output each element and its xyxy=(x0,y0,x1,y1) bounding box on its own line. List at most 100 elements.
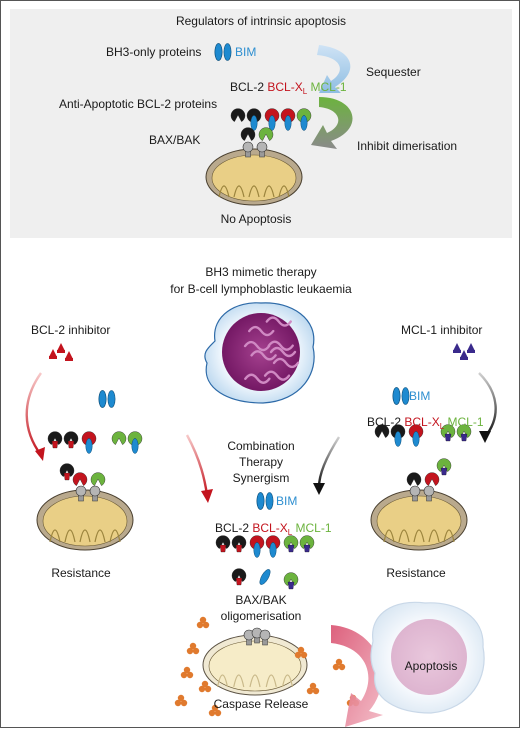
bcl2-inhibitor-2 xyxy=(57,343,65,353)
bclx-label-right: BCL-XL xyxy=(404,415,445,431)
bcl2-top-2-bim xyxy=(250,115,258,131)
bcl2-inhibitor-2-tri xyxy=(57,343,65,351)
caspase-6-c xyxy=(177,694,185,702)
mito-right-inner xyxy=(376,495,462,547)
mito-middle-crista xyxy=(216,674,229,688)
bim-pair-right-right xyxy=(401,387,410,405)
caspase-6 xyxy=(174,694,188,707)
bcl2-bound-top-body xyxy=(240,127,256,141)
mito-left xyxy=(36,489,134,551)
static-graphics xyxy=(25,43,497,727)
mcl1-bound-left-body xyxy=(90,472,106,486)
baxbak-left-1-head xyxy=(75,485,87,497)
protein-labels-middle: BCL-2 BCL-XL MCL-1 xyxy=(215,521,332,537)
bcl2-arrow-left xyxy=(25,372,42,456)
bim-label-right: BIM xyxy=(409,389,431,403)
bim-pair-middle-pill xyxy=(256,492,265,510)
mcl1-label-middle: MCL-1 xyxy=(295,521,332,535)
caspase-9-b xyxy=(312,687,320,695)
bclx-top-2 xyxy=(280,108,296,131)
mcl1-mid-1-inhibitor xyxy=(287,544,295,553)
inhibit-arrow xyxy=(311,97,353,149)
bcl2-left-2-body xyxy=(63,431,79,445)
mcl1-arrow-right-head xyxy=(479,431,491,443)
mito-right-crista xyxy=(413,529,425,543)
bcl2-right-2 xyxy=(390,424,406,447)
combo-arrow-red-head xyxy=(201,489,213,503)
baxbak-top-2 xyxy=(256,141,268,158)
chromatin-squiggle xyxy=(265,316,292,327)
mito-top-crista xyxy=(233,185,245,198)
caspase-7-a xyxy=(294,651,302,659)
protein-labels-top: BCL-2 BCL-XL MCL-1 xyxy=(230,80,347,96)
protein-labels-right: BCL-2 BCL-XL MCL-1 xyxy=(367,415,484,431)
caspase-2-a xyxy=(186,647,194,655)
chromatin-squiggle xyxy=(250,350,277,361)
caspase-2-b xyxy=(192,647,200,655)
no-apoptosis-label: No Apoptosis xyxy=(220,212,292,226)
mcl1-free-mid xyxy=(283,572,299,590)
mito-right xyxy=(370,489,468,551)
bclx-mid-1 xyxy=(249,535,265,558)
bim-pair-top-pill xyxy=(214,43,223,61)
mcl1-inhibitor-1 xyxy=(453,343,461,353)
caspase-5-b xyxy=(214,709,222,717)
bcl2-left-1-body xyxy=(47,431,63,445)
therapy-title-line1: BH3 mimetic therapy xyxy=(205,265,317,279)
bcl2-free-left-inhibitor xyxy=(63,472,71,481)
bclx-subscript-right: L xyxy=(439,422,445,431)
oligomerisation-line1: BAX/BAK xyxy=(235,593,287,607)
mito-top xyxy=(205,148,303,206)
therapy-title-line2: for B-cell lymphoblastic leukaemia xyxy=(170,282,352,296)
bcl2-right-1-body xyxy=(374,424,390,438)
chromatin-squiggle xyxy=(244,373,271,384)
caspase-7 xyxy=(294,646,308,659)
baxbak-left-2 xyxy=(89,485,101,502)
mcl1-bound-top-body xyxy=(258,127,274,141)
bcl2-left-1-inhibitor xyxy=(51,440,59,449)
bcl2-inhibitor-3 xyxy=(65,351,73,361)
caspase-2-c xyxy=(189,642,197,650)
bcl2-label: BCL-2 xyxy=(230,80,265,94)
mito-left-crista xyxy=(49,529,61,543)
mcl1-inhibitor-2 xyxy=(460,350,468,360)
mcl1-free-mid-inhibitor xyxy=(287,581,295,590)
bcl2-top-1 xyxy=(230,108,246,122)
mcl1-free-right xyxy=(436,458,452,476)
bcl2-inhibitor-3-tri xyxy=(65,351,73,359)
mito-left-crista xyxy=(64,529,76,543)
bcl2-mid-2 xyxy=(231,535,247,553)
mcl1-left-1 xyxy=(111,431,127,445)
caspase-4 xyxy=(198,680,212,693)
bclx-right-1-body xyxy=(408,424,424,438)
caspase-1-c xyxy=(199,616,207,624)
bcl2-free-mid-body xyxy=(231,568,247,582)
resistance-label-right: Resistance xyxy=(386,566,446,580)
mito-middle xyxy=(202,634,308,696)
bclx-mid-2 xyxy=(265,535,281,558)
mcl1-bound-top xyxy=(258,127,274,141)
resistance-label-left: Resistance xyxy=(51,566,111,580)
caspase-7-c xyxy=(297,646,305,654)
mcl1-right-2-inhibitor xyxy=(460,433,468,442)
combo-arrow-red xyxy=(185,434,209,496)
bclx-mid-1-body xyxy=(249,535,265,549)
mcl1-right-2 xyxy=(456,424,472,442)
baxbak-left-1 xyxy=(75,485,87,502)
mito-right-crista xyxy=(443,529,455,543)
mcl1-inhibitor-label: MCL-1 inhibitor xyxy=(401,323,483,337)
bcl2-bound-top xyxy=(240,127,256,141)
combo-arrow-black xyxy=(317,436,341,488)
bclx-text: BCL-X xyxy=(267,80,303,94)
caspase-3-a xyxy=(180,671,188,679)
caspase-6-a xyxy=(174,699,182,707)
mito-right-crista xyxy=(383,529,395,543)
bcl2-arrow-left-head xyxy=(35,447,45,461)
mito-left-crista xyxy=(79,529,91,543)
mcl1-left-1-body xyxy=(111,431,127,445)
bclx-text-right: BCL-X xyxy=(404,415,440,429)
mito-right-crista xyxy=(398,529,410,543)
mcl1-inhibitor-2-tri xyxy=(460,350,468,358)
mcl1-inhibitor-3-base xyxy=(467,350,475,353)
